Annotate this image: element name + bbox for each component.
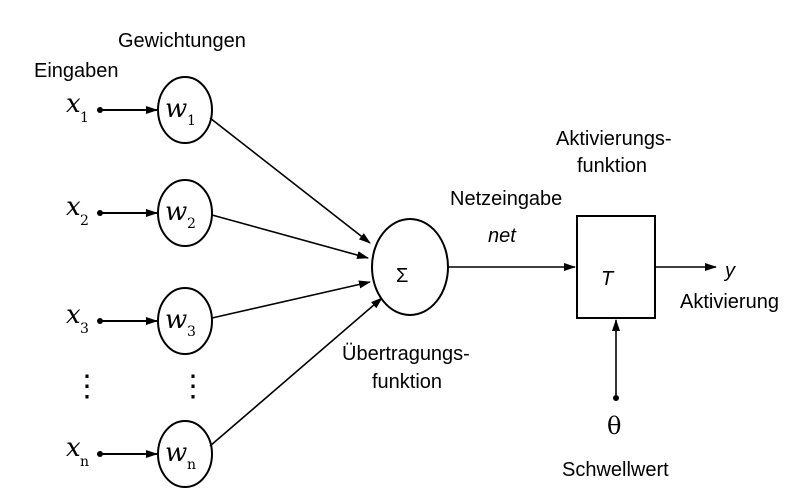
- output-symbol: y: [723, 260, 736, 282]
- threshold-symbol: θ: [607, 412, 621, 440]
- weight-w-n: w: [165, 438, 187, 468]
- weight-ellipsis: ⋮: [178, 369, 208, 404]
- transfer-function-label-line2: funktion: [372, 371, 442, 393]
- input-x-3-subscript: 3: [80, 321, 89, 337]
- sum-node: [371, 218, 449, 316]
- net-input-heading: Netzeingabe: [450, 188, 562, 210]
- weight-node-1: [157, 76, 213, 144]
- weight-node-n: [157, 420, 213, 488]
- weight-w-1-subscript: 1: [187, 113, 196, 129]
- connection-wn-sum: [209, 297, 383, 447]
- weight-w-3: w: [165, 305, 187, 335]
- input-x-3: x: [66, 300, 81, 330]
- inputs-heading: Eingaben: [34, 60, 119, 82]
- input-row-1: x 1 w 1: [66, 76, 213, 144]
- weights-heading: Gewichtungen: [118, 30, 246, 52]
- activation-node: [576, 215, 656, 319]
- input-x-n: x: [66, 433, 81, 463]
- input-ellipsis: ⋮: [72, 369, 102, 404]
- weight-w-1: w: [165, 94, 187, 124]
- weight-w-2: w: [165, 197, 187, 227]
- threshold-label: Schwellwert: [562, 459, 669, 481]
- input-row-3: x 3 w 3: [66, 287, 213, 355]
- input-x-2-subscript: 2: [80, 213, 89, 229]
- input-row-n: x n w n: [66, 420, 213, 488]
- weight-w-3-subscript: 3: [187, 324, 196, 340]
- output-label: Aktivierung: [680, 291, 779, 313]
- input-x-2: x: [66, 192, 81, 222]
- activation-function-label-line1: Aktivierungs-: [556, 128, 672, 150]
- input-row-2: x 2 w 2: [66, 179, 213, 247]
- sum-symbol: Σ: [396, 265, 408, 287]
- transfer-function-label-line1: Übertragungs-: [342, 343, 470, 365]
- weight-node-2: [157, 179, 213, 247]
- net-symbol: net: [488, 225, 517, 247]
- connection-w3-sum: [211, 280, 371, 319]
- weight-w-2-subscript: 2: [187, 216, 196, 232]
- connection-w1-sum: [209, 117, 371, 244]
- activation-function-label-line2: funktion: [577, 155, 647, 177]
- activation-symbol: T: [601, 268, 615, 290]
- input-x-1: x: [66, 89, 81, 119]
- weight-w-n-subscript: n: [187, 457, 196, 473]
- input-x-n-subscript: n: [80, 454, 89, 470]
- connection-w2-sum: [211, 214, 369, 259]
- input-x-1-subscript: 1: [80, 110, 89, 126]
- weight-node-3: [157, 287, 213, 355]
